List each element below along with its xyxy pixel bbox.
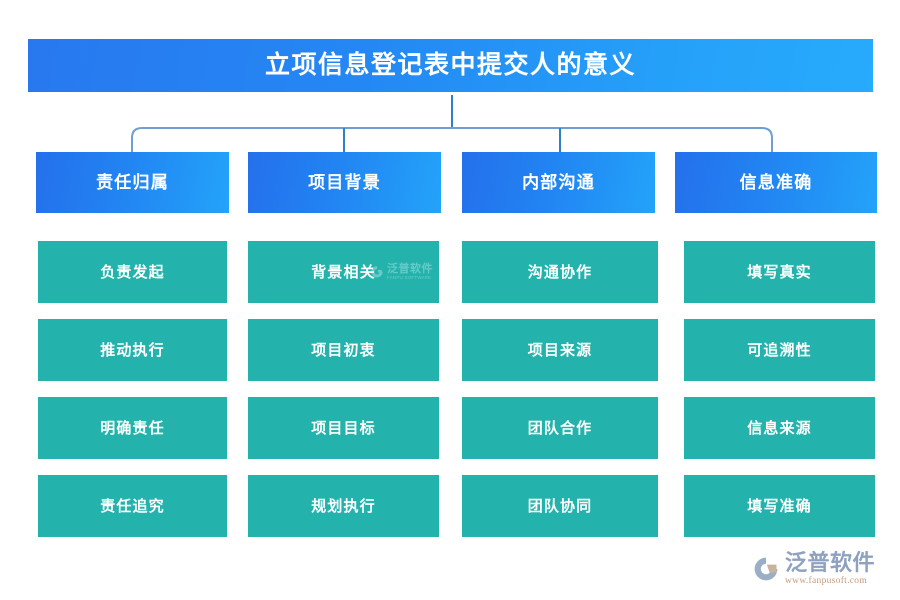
diagram-column-3: 内部沟通 沟通协作 项目来源 团队合作 团队协同	[462, 152, 658, 537]
column-header-1[interactable]: 责任归属	[36, 152, 229, 213]
brand-logo: 泛普软件 www.fanpusoft.com	[752, 548, 888, 590]
diagram-column-4: 信息准确 填写真实 可追溯性 信息来源 填写准确	[675, 152, 877, 537]
list-item-label: 填写准确	[747, 497, 812, 515]
fanpu-logo-icon	[754, 557, 778, 581]
list-item-label: 项目初衷	[311, 341, 376, 359]
brand-name: 泛普软件	[785, 549, 876, 575]
brand-logo-words: 泛普软件 www.fanpusoft.com	[785, 549, 876, 587]
column-header-label: 信息准确	[739, 173, 813, 192]
list-item[interactable]: 明确责任	[38, 397, 227, 459]
diagram-column-2: 项目背景 背景相关 泛普软件 FANPU SOFTWARE 项目初衷	[248, 152, 441, 537]
list-item[interactable]: 可追溯性	[684, 319, 875, 381]
list-item[interactable]: 沟通协作	[462, 241, 658, 303]
watermark-overlay: 泛普软件 FANPU SOFTWARE	[370, 262, 433, 281]
list-item[interactable]: 项目来源	[462, 319, 658, 381]
brand-url: www.fanpusoft.com	[785, 575, 868, 586]
column-cells-2: 背景相关 泛普软件 FANPU SOFTWARE 项目初衷 项目目标	[248, 241, 439, 553]
list-item-label: 负责发起	[100, 263, 165, 281]
column-header-4[interactable]: 信息准确	[675, 152, 877, 213]
column-cells-4: 填写真实 可追溯性 信息来源 填写准确	[684, 241, 875, 553]
list-item[interactable]: 信息来源	[684, 397, 875, 459]
list-item[interactable]: 责任追究	[38, 475, 227, 537]
list-item-label: 填写真实	[747, 263, 812, 281]
list-item[interactable]: 填写真实	[684, 241, 875, 303]
list-item-label: 责任追究	[100, 497, 165, 515]
watermark-words: 泛普软件 FANPU SOFTWARE	[387, 262, 433, 281]
diagram-title-bar: 立项信息登记表中提交人的意义	[28, 39, 873, 92]
column-cells-1: 负责发起 推动执行 明确责任 责任追究	[38, 241, 227, 553]
list-item[interactable]: 推动执行	[38, 319, 227, 381]
watermark-url: FANPU SOFTWARE	[387, 274, 432, 280]
column-header-label: 责任归属	[96, 173, 169, 192]
column-cells-3: 沟通协作 项目来源 团队合作 团队协同	[462, 241, 658, 553]
column-header-label: 项目背景	[308, 173, 381, 192]
list-item[interactable]: 项目目标	[248, 397, 439, 459]
diagram-column-1: 责任归属 负责发起 推动执行 明确责任 责任追究	[36, 152, 229, 537]
list-item-label: 可追溯性	[747, 341, 812, 359]
list-item-label: 沟通协作	[527, 263, 593, 281]
list-item[interactable]: 规划执行	[248, 475, 439, 537]
list-item[interactable]: 填写准确	[684, 475, 875, 537]
list-item-label: 项目来源	[527, 341, 593, 359]
list-item[interactable]: 项目初衷	[248, 319, 439, 381]
list-item-label: 团队合作	[527, 419, 593, 437]
list-item[interactable]: 背景相关 泛普软件 FANPU SOFTWARE	[248, 241, 439, 303]
list-item-label: 推动执行	[100, 341, 165, 359]
column-header-3[interactable]: 内部沟通	[462, 152, 655, 213]
list-item-label: 项目目标	[311, 419, 376, 437]
list-item[interactable]: 团队协同	[462, 475, 658, 537]
list-item-label: 规划执行	[311, 497, 376, 515]
column-header-label: 内部沟通	[522, 173, 595, 192]
list-item[interactable]: 团队合作	[462, 397, 658, 459]
list-item-label: 团队协同	[527, 497, 593, 515]
list-item[interactable]: 负责发起	[38, 241, 227, 303]
list-item-label: 背景相关	[311, 263, 376, 281]
list-item-label: 明确责任	[100, 419, 165, 437]
page-title: 立项信息登记表中提交人的意义	[264, 51, 636, 79]
list-item-label: 信息来源	[747, 419, 812, 437]
watermark-name: 泛普软件	[387, 262, 433, 275]
column-header-2[interactable]: 项目背景	[248, 152, 441, 213]
